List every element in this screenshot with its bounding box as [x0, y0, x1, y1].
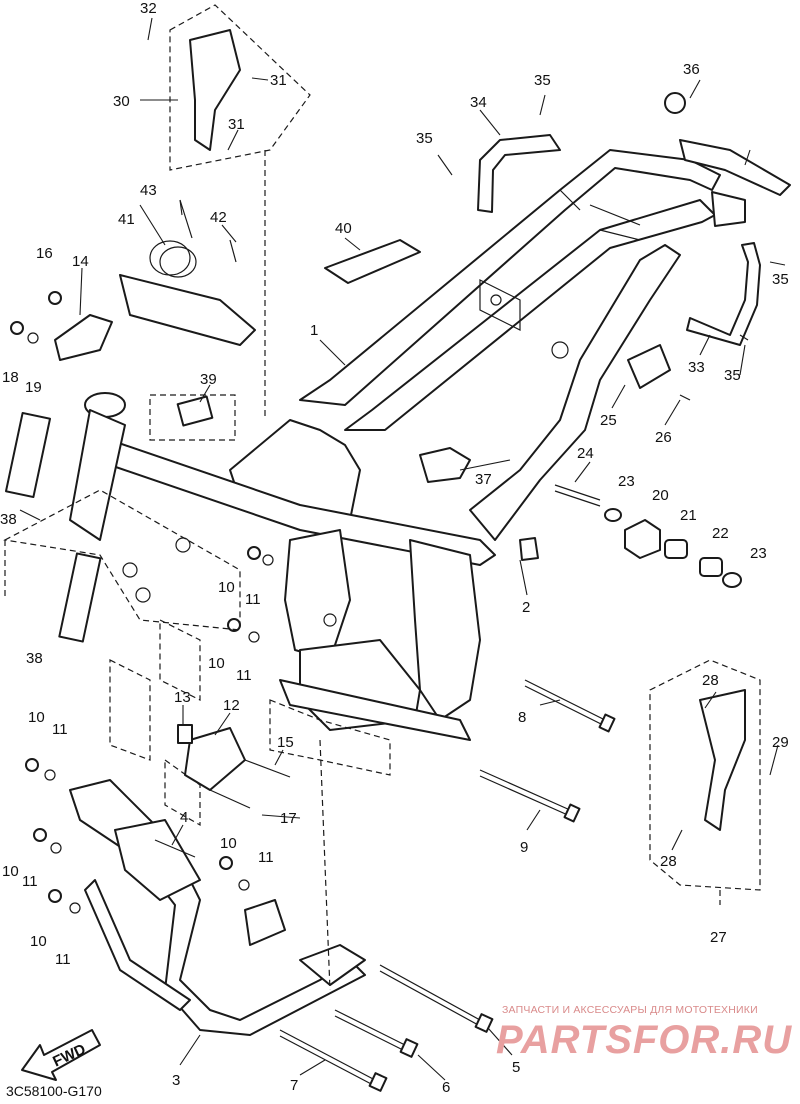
- callout-13: 13: [174, 689, 191, 706]
- callout-11-d: 11: [22, 873, 38, 890]
- bolts: [154, 199, 749, 1092]
- callout-35-a: 35: [534, 72, 551, 89]
- callout-32: 32: [140, 0, 157, 17]
- callout-9: 9: [520, 839, 528, 856]
- part-13: [177, 724, 193, 744]
- callout-20: 20: [652, 487, 669, 504]
- pad-38-lower: [58, 552, 102, 643]
- bracket-12: [184, 727, 246, 791]
- callout-6: 6: [442, 1079, 450, 1096]
- callout-10-e: 10: [220, 835, 237, 852]
- dashed-groups: [3, 4, 761, 991]
- callout-26: 26: [655, 429, 672, 446]
- watermark-caption: ЗАПЧАСТИ И АКСЕССУАРЫ ДЛЯ МОТОТЕХНИКИ: [502, 1004, 758, 1016]
- callout-19: 19: [25, 379, 42, 396]
- callout-8: 8: [518, 709, 526, 726]
- callout-28-b: 28: [660, 853, 677, 870]
- callout-22: 22: [712, 525, 729, 542]
- watermark-logo: PARTSFOR.RU: [496, 1018, 793, 1062]
- callout-40: 40: [335, 220, 352, 237]
- rear-seat-rail: [664, 92, 791, 227]
- side-cover-30: [189, 29, 241, 151]
- callout-25: 25: [600, 412, 617, 429]
- callout-2: 2: [522, 599, 530, 616]
- callout-43: 43: [140, 182, 157, 199]
- callout-23-b: 23: [750, 545, 767, 562]
- callout-41: 41: [118, 211, 135, 228]
- side-cover-27: [699, 689, 746, 831]
- callout-28-a: 28: [702, 672, 719, 689]
- callout-7: 7: [290, 1077, 298, 1094]
- diagram-code: 3C58100-G170: [6, 1083, 102, 1099]
- callout-34: 34: [470, 94, 487, 111]
- main-frame: [69, 149, 721, 741]
- callout-11-e: 11: [258, 849, 274, 866]
- callout-30: 30: [113, 93, 130, 110]
- callout-10-b: 10: [208, 655, 225, 672]
- callout-38-b: 38: [26, 650, 43, 667]
- coil-41: [119, 240, 256, 346]
- callout-4: 4: [180, 809, 188, 826]
- mount-bushings: [519, 344, 742, 588]
- callout-37: 37: [475, 471, 492, 488]
- fwd-arrow: FWD: [21, 1029, 101, 1081]
- callout-27: 27: [710, 929, 727, 946]
- callout-33: 33: [688, 359, 705, 376]
- callout-11-b: 11: [236, 667, 252, 684]
- callout-18: 18: [2, 369, 19, 386]
- callout-35-b: 35: [416, 130, 433, 147]
- callout-21: 21: [680, 507, 697, 524]
- callout-10-a: 10: [218, 579, 235, 596]
- callout-35-c: 35: [772, 271, 789, 288]
- grab-handle-34: [477, 134, 561, 213]
- callout-10-c: 10: [28, 709, 45, 726]
- callout-15: 15: [277, 734, 294, 751]
- callout-12: 12: [223, 697, 240, 714]
- lower-cradle: [69, 779, 366, 1036]
- grab-handle-33: [686, 242, 761, 346]
- callout-38-a: 38: [0, 511, 17, 528]
- callout-29: 29: [772, 734, 789, 751]
- callout-10-d: 10: [2, 863, 19, 880]
- callout-24: 24: [577, 445, 594, 462]
- callout-35-d: 35: [724, 367, 741, 384]
- callout-5: 5: [512, 1059, 520, 1076]
- callout-3: 3: [172, 1072, 180, 1089]
- callout-39: 39: [200, 371, 217, 388]
- callout-16: 16: [36, 245, 53, 262]
- callout-11-f: 11: [55, 951, 71, 968]
- callout-36: 36: [683, 61, 700, 78]
- callout-1: 1: [310, 322, 318, 339]
- callout-23-a: 23: [618, 473, 635, 490]
- bracket-14: [54, 314, 113, 361]
- callout-17: 17: [280, 810, 297, 827]
- pad-38-upper: [4, 411, 52, 499]
- callout-11-a: 11: [245, 591, 261, 608]
- callout-31-a: 31: [270, 72, 287, 89]
- callout-labels: 1 2 3 4 5 6 7 8 9 10 10 10 10 10 10 11 1…: [0, 0, 789, 1096]
- callout-31-b: 31: [228, 116, 245, 133]
- callout-42: 42: [210, 209, 227, 226]
- callout-14: 14: [72, 253, 89, 270]
- leader-lines: [19, 17, 786, 1081]
- callout-11-c: 11: [52, 721, 68, 738]
- callout-10-f: 10: [30, 933, 47, 950]
